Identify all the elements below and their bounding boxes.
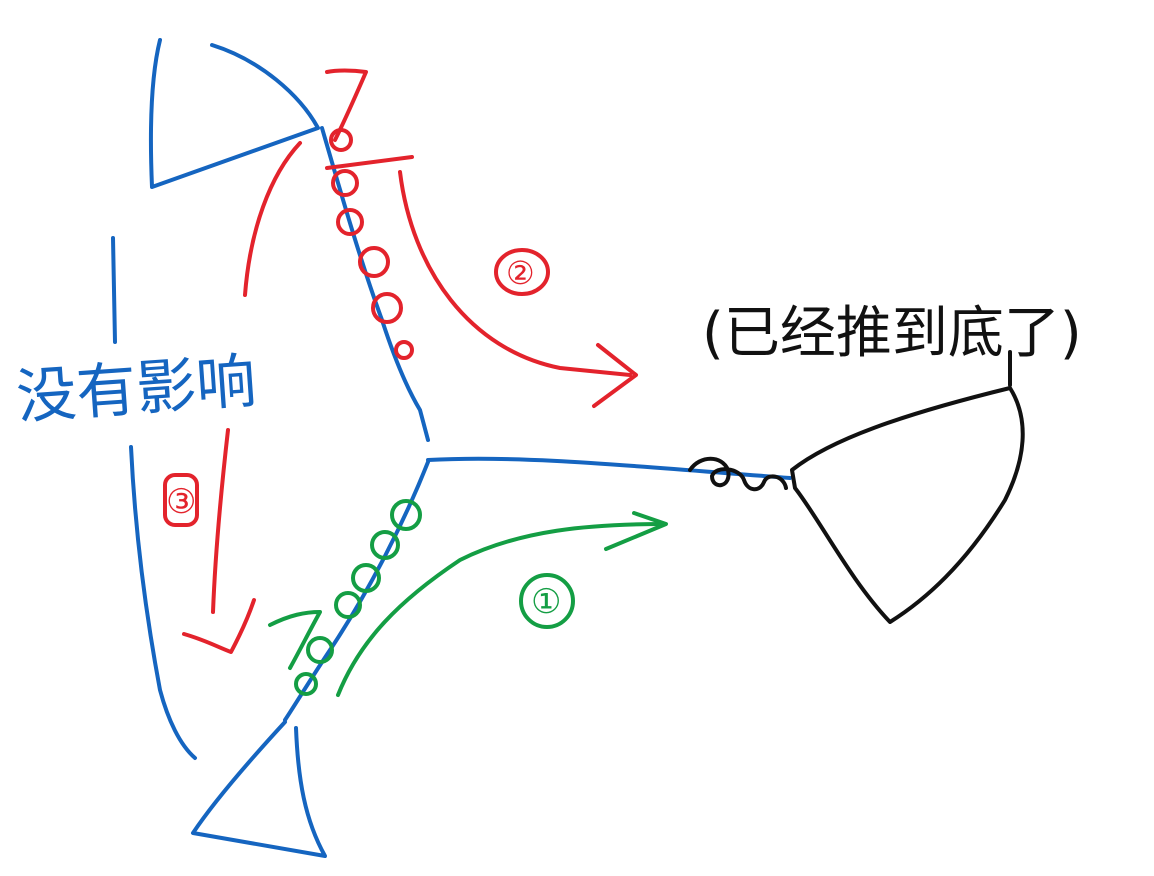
- red-arrow-2-head: [592, 343, 638, 408]
- green-arrow-1-head: [604, 511, 668, 551]
- red-annotations: [163, 68, 638, 654]
- green-arrow-1: [336, 522, 666, 697]
- red-ring: [394, 340, 414, 360]
- red-arrow-3-lower: [211, 428, 230, 614]
- green-annotations: [268, 499, 668, 697]
- bottom-fan: [191, 720, 327, 858]
- red-ring: [331, 169, 359, 197]
- green-bottom-marker: [268, 610, 322, 670]
- red-ring: [336, 208, 364, 236]
- upper-arm: [320, 126, 430, 442]
- red-step-2-label: ②: [506, 254, 535, 292]
- red-arrow-3-upper: [243, 141, 302, 297]
- right-fan: [790, 386, 1025, 624]
- red-arrow-2: [398, 170, 632, 377]
- black-note-text: (已经推到底了): [702, 301, 1082, 366]
- black-joint-loops: [688, 456, 788, 492]
- green-ring: [294, 672, 318, 696]
- blue-mechanism: [111, 38, 792, 858]
- green-ring: [370, 530, 400, 560]
- red-top-marker: [325, 68, 368, 142]
- red-step-3-label: ③: [166, 482, 196, 522]
- red-step-2-ring: [494, 248, 550, 296]
- green-step-1-label: ①: [531, 582, 561, 622]
- green-ring: [306, 636, 334, 664]
- black-annotations: [688, 350, 1025, 624]
- green-ring: [334, 591, 362, 619]
- red-ring: [371, 292, 403, 324]
- green-ring: [390, 499, 422, 531]
- red-tick: [325, 155, 414, 170]
- left-bracket-top: [111, 236, 117, 344]
- right-arm: [426, 456, 792, 480]
- left-bracket-bottom: [129, 445, 197, 760]
- lower-arm: [283, 460, 430, 722]
- blue-note-text: 没有影响: [14, 346, 258, 433]
- red-ring: [358, 246, 390, 278]
- red-arrow-3-head: [182, 598, 256, 654]
- red-ring: [329, 128, 353, 152]
- green-ring: [351, 563, 381, 593]
- top-left-fan: [148, 38, 320, 189]
- red-step-3-ring: [163, 473, 199, 527]
- green-step-1-ring: [519, 573, 575, 629]
